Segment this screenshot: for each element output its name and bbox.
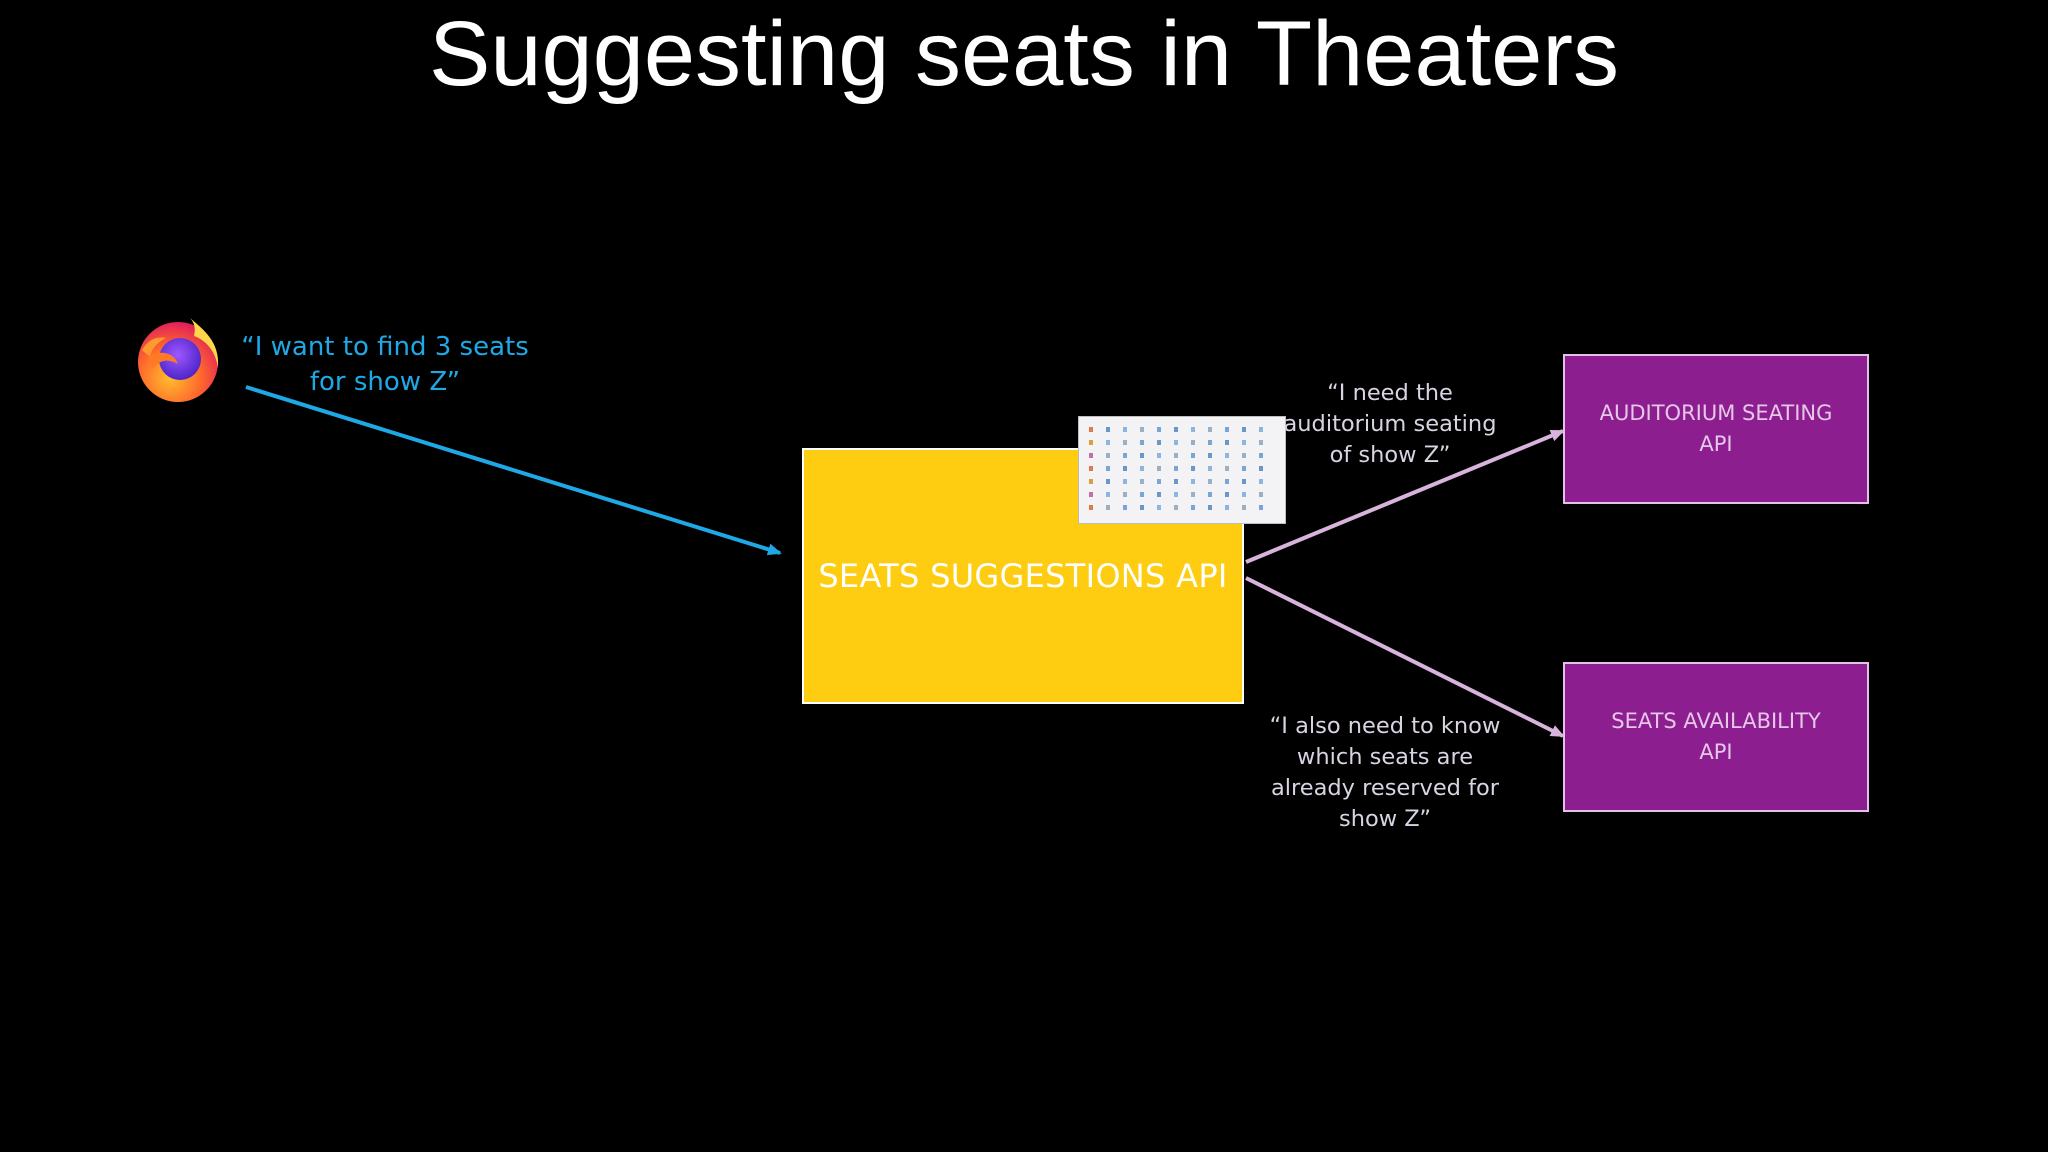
client-to-suggestions-arrow xyxy=(245,385,782,556)
seats-availability-api-label: SEATS AVAILABILITY API xyxy=(1611,709,1821,764)
seat-map-thumbnail xyxy=(1078,416,1286,524)
seats-availability-request-quote: “I also need to know which seats are alr… xyxy=(1269,713,1501,832)
auditorium-seating-api-label: AUDITORIUM SEATING API xyxy=(1599,401,1833,456)
auditorium-seating-api-box: AUDITORIUM SEATING API xyxy=(1563,354,1869,504)
seats-suggestions-api-label: SEATS SUGGESTIONS API xyxy=(818,557,1228,595)
seats-availability-api-box: SEATS AVAILABILITY API xyxy=(1563,662,1869,812)
suggestions-to-seating-arrow xyxy=(1245,429,1565,564)
auditorium-seating-request-quote: “I need the auditorium seating of show Z… xyxy=(1283,380,1497,468)
slide-title: Suggesting seats in Theaters xyxy=(429,3,1619,105)
suggestions-to-availability-arrow xyxy=(1245,576,1565,738)
firefox-browser-icon xyxy=(134,312,226,404)
client-request-quote: “I want to find 3 seats for show Z” xyxy=(241,332,529,397)
